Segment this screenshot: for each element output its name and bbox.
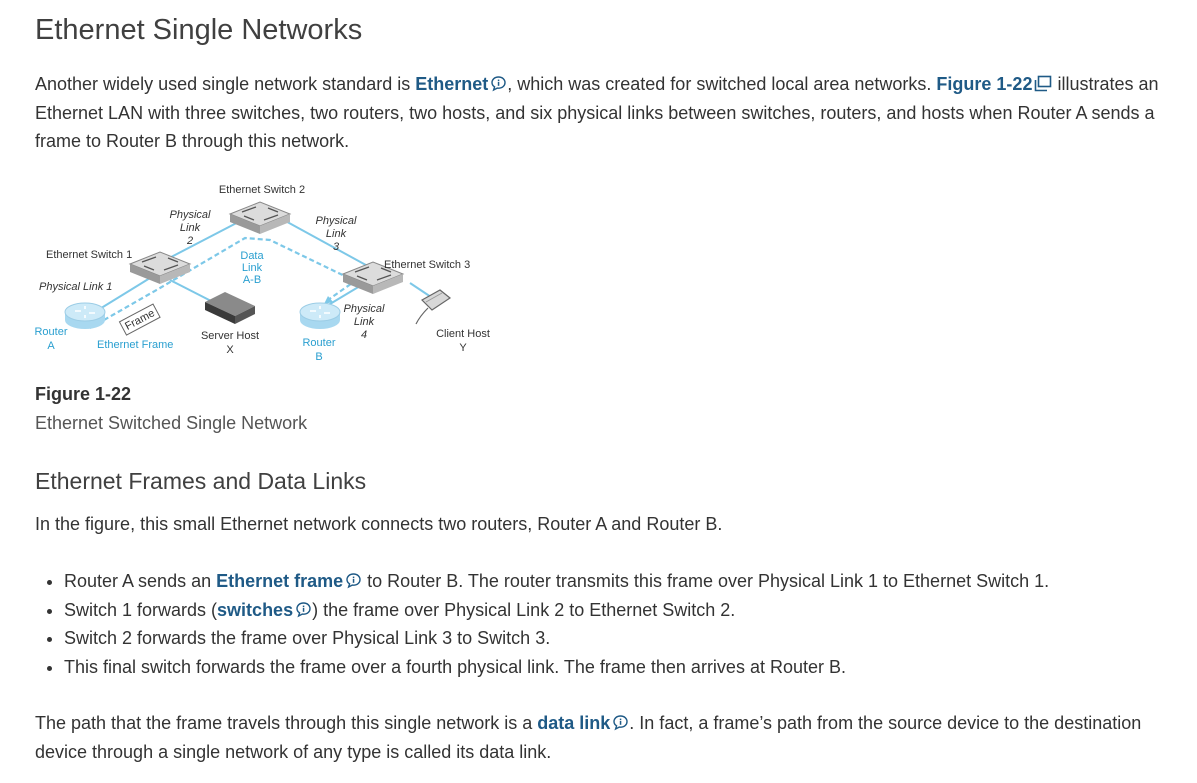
data-link-term-link[interactable]: data link: [537, 713, 629, 733]
pl2-label-b: Link: [180, 222, 201, 234]
data-link-term-label: data link: [537, 713, 611, 733]
switches-term-label: switches: [217, 599, 294, 620]
list-item: This final switch forwards the frame ove…: [64, 653, 1194, 682]
pl3-label-c: 3: [333, 241, 340, 253]
list-item: Switch 2 forwards the frame over Physica…: [64, 624, 1194, 653]
pl1-label: Physical Link 1: [39, 281, 112, 293]
ethernet-switch-2: [228, 201, 292, 234]
pl3-label-b: Link: [326, 228, 347, 240]
closing-text-2: . In fact, a frame’s path from the sourc…: [35, 713, 1142, 762]
b1-text-2: to Router B. The router transmits this f…: [362, 571, 1050, 591]
pl4-label-b: Link: [354, 316, 375, 328]
popup-figure-icon: [1035, 75, 1052, 92]
data-link-label-c: A-B: [243, 274, 261, 286]
closing-text-1: The path that the frame travels through …: [35, 713, 538, 733]
server-host-x: [205, 292, 255, 324]
pl3-label-a: Physical: [316, 215, 358, 227]
router-a-label-a: Router: [34, 326, 67, 338]
section-heading: Ethernet Frames and Data Links: [35, 468, 367, 494]
glossary-icon: [346, 573, 361, 589]
server-label-a: Server Host: [201, 330, 259, 342]
ethernet-term-link[interactable]: Ethernet: [415, 74, 507, 94]
figure-ref-label: Figure 1-22: [936, 74, 1033, 94]
list-item: Router A sends an Ethernet frame to Rout…: [64, 567, 1194, 596]
closing-paragraph: The path that the frame travels through …: [35, 709, 1185, 766]
data-link-label-b: Link: [242, 262, 263, 274]
ethernet-frame-term-label: Ethernet frame: [216, 571, 344, 591]
client-host-y: [415, 289, 452, 325]
glossary-icon: [296, 601, 311, 617]
page-title: Ethernet Single Networks: [35, 14, 363, 46]
physical-link-server-line: [169, 279, 216, 304]
intro-text-3: illustrates an Ethernet LAN with three s…: [35, 74, 1159, 151]
router-a-label-b: A: [47, 340, 55, 352]
data-link-arrowhead: [324, 296, 333, 304]
intro-paragraph: Another widely used single network stand…: [35, 70, 1185, 156]
glossary-icon: [613, 715, 628, 731]
pl4-label-c: 4: [361, 329, 367, 341]
ethernet-frame-term-link[interactable]: Ethernet frame: [216, 571, 362, 591]
pl4-label-a: Physical: [344, 303, 386, 315]
section-paragraph: In the figure, this small Ethernet netwo…: [35, 514, 723, 534]
switch-3-label: Ethernet Switch 3: [384, 259, 470, 271]
router-b: [299, 302, 341, 329]
data-link-label-a: Data: [240, 250, 264, 262]
physical-link-3-line: [279, 217, 376, 271]
client-label-b: Y: [459, 342, 467, 354]
router-b-label-b: B: [315, 351, 322, 363]
intro-text-2: , which was created for switched local a…: [507, 74, 937, 94]
list-item: Switch 1 forwards (switches ) the frame o…: [64, 596, 1194, 625]
b2-text-1: Switch 1 forwards (: [64, 599, 218, 620]
figure-caption-label: Figure 1-22: [35, 384, 132, 404]
figure-ref-link[interactable]: Figure 1-22: [936, 74, 1052, 94]
ethernet-frame-label: Ethernet Frame: [97, 339, 173, 351]
switch-1-label: Ethernet Switch 1: [46, 249, 132, 261]
b1-text-1: Router A sends an: [64, 571, 217, 591]
ethernet-term-label: Ethernet: [415, 74, 489, 94]
glossary-icon: [491, 76, 506, 92]
figure-caption-text: Ethernet Switched Single Network: [35, 413, 308, 433]
ethernet-switch-1: [128, 251, 192, 284]
steps-list: Router A sends an Ethernet frame to Rout…: [35, 567, 1194, 681]
intro-text-1: Another widely used single network stand…: [35, 74, 416, 94]
client-label-a: Client Host: [436, 328, 490, 340]
switch-2-label: Ethernet Switch 2: [219, 184, 305, 196]
switches-term-link[interactable]: switches: [217, 600, 312, 620]
b2-text-2: ) the frame over Physical Link 2 to Ethe…: [312, 599, 736, 620]
router-a: [64, 302, 106, 329]
pl2-label-c: 2: [186, 235, 193, 247]
router-b-label-a: Router: [302, 337, 335, 349]
server-label-b: X: [226, 344, 234, 356]
ethernet-network-diagram: Frame Ethernet Switch 2 Ethernet Switch …: [34, 184, 490, 363]
pl2-label-a: Physical: [170, 209, 212, 221]
ethernet-switch-3: [341, 261, 405, 294]
